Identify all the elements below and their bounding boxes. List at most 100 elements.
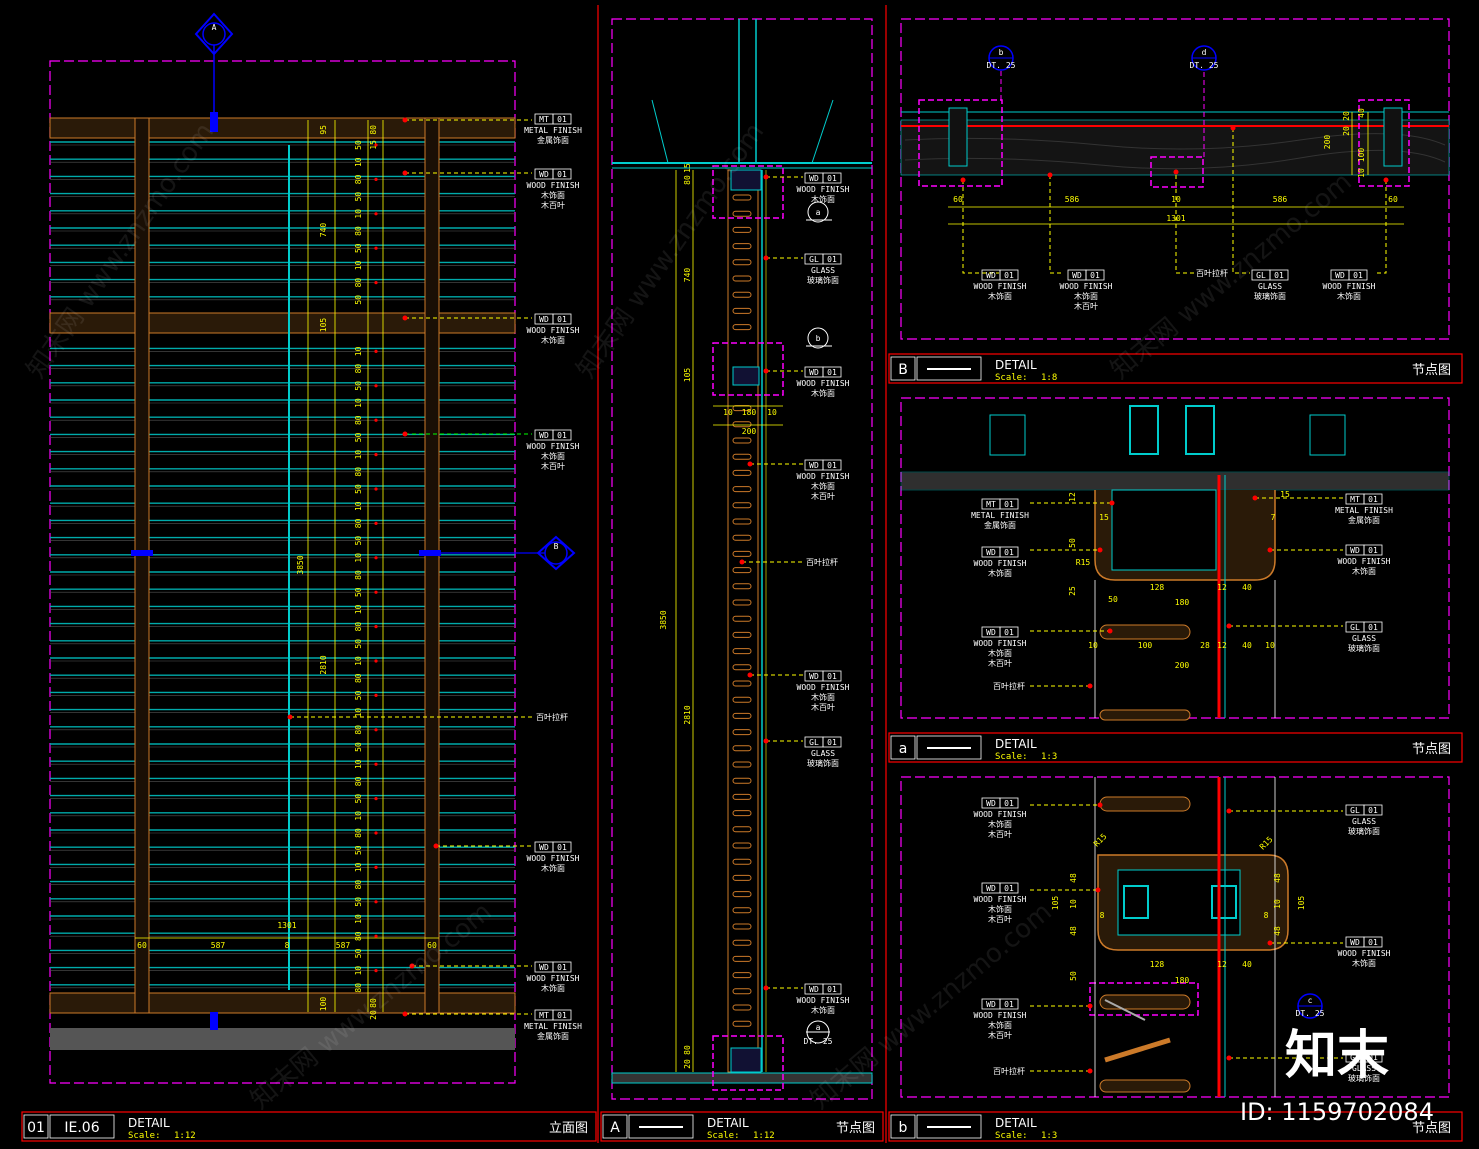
tag-code: WD bbox=[809, 461, 819, 470]
sec-dim-2810: 2810 bbox=[683, 705, 692, 724]
tag-num-box bbox=[822, 670, 842, 682]
louver-slat-section bbox=[732, 583, 752, 590]
elev-dim-60a: 60 bbox=[137, 941, 147, 950]
tag-num-box bbox=[1348, 269, 1368, 281]
sheet-borders bbox=[597, 5, 887, 1143]
callout-a-top-label: a bbox=[816, 208, 821, 217]
tag-en: WOOD FINISH bbox=[797, 185, 850, 194]
tag-num-box bbox=[822, 253, 842, 265]
louver-slat-section bbox=[732, 664, 752, 671]
louver-slat-section bbox=[732, 810, 752, 817]
callout-a-bottom-ref: DT. 25 bbox=[804, 1037, 833, 1046]
tag-en: WOOD FINISH bbox=[797, 996, 850, 1005]
spacing-tick bbox=[374, 865, 378, 870]
spacing-tick bbox=[374, 487, 378, 491]
louver-slat-section bbox=[732, 437, 752, 444]
spacing-dim: 10 bbox=[354, 553, 363, 563]
section-marker-a[interactable]: A bbox=[194, 12, 234, 56]
spacing-tick bbox=[374, 212, 378, 216]
tag-num-box bbox=[999, 882, 1019, 894]
left-stile bbox=[134, 117, 150, 1014]
callout-a-top[interactable]: a bbox=[806, 201, 832, 223]
tag-num: 01 bbox=[1274, 271, 1284, 280]
tag-num-box bbox=[1363, 544, 1383, 556]
section-marker-b[interactable]: B bbox=[536, 535, 576, 571]
tag-code: WD bbox=[986, 799, 996, 808]
louver-slat-section bbox=[732, 210, 752, 217]
b-dim-100: 100 bbox=[1357, 148, 1366, 163]
spacing-dim: 10 bbox=[354, 862, 363, 872]
tag-en: GLASS bbox=[811, 266, 835, 275]
louver-slat-section bbox=[732, 712, 752, 719]
tag-cn: 木饰面 bbox=[1352, 958, 1376, 968]
spacing-tick bbox=[374, 349, 378, 353]
callout-b[interactable]: b bbox=[806, 327, 832, 349]
louver-slat-section bbox=[732, 486, 752, 493]
sec-louver-rod-label: 百叶拉杆 bbox=[806, 557, 838, 567]
tag-code: WD bbox=[809, 985, 819, 994]
tag-code: WD bbox=[986, 628, 996, 637]
sec-dim-105: 105 bbox=[683, 368, 692, 383]
title-ref-box bbox=[49, 1114, 115, 1139]
spacing-dim: 80 bbox=[354, 673, 363, 683]
spacing-tick bbox=[374, 453, 378, 457]
louver-slat-section bbox=[732, 324, 752, 331]
tag-cn: 金属饰面 bbox=[1348, 515, 1380, 525]
tag-code: WD bbox=[809, 672, 819, 681]
tag-cn: 木饰面 bbox=[811, 194, 835, 204]
title-label: DETAIL bbox=[707, 1116, 749, 1130]
louver-slat-section bbox=[732, 243, 752, 250]
tag-code: GL bbox=[1256, 271, 1266, 280]
section-a-frame bbox=[611, 18, 873, 1100]
tag-num: 01 bbox=[1368, 495, 1378, 504]
tag-en: WOOD FINISH bbox=[527, 854, 580, 863]
tag-num-box bbox=[999, 269, 1019, 281]
callout-b-plan[interactable]: b DT. 25 bbox=[987, 45, 1016, 71]
elev-dim-3850: 3850 bbox=[296, 555, 305, 574]
tag-cn: 金属饰面 bbox=[984, 520, 1016, 530]
tag-en: GLASS bbox=[811, 749, 835, 758]
tag-num: 01 bbox=[557, 431, 567, 440]
tag-en: WOOD FINISH bbox=[1060, 282, 1113, 291]
louver-slat-section bbox=[732, 907, 752, 914]
spacing-dim: 80 bbox=[354, 776, 363, 786]
tag-cn: 木饰面 bbox=[1074, 291, 1098, 301]
callout-a-bottom[interactable]: a DT. 25 bbox=[804, 1020, 833, 1046]
brand-logo: 知末 bbox=[1285, 1026, 1389, 1086]
b-dim-586a: 586 bbox=[1065, 195, 1080, 204]
tag-cn2: 木百叶 bbox=[988, 658, 1012, 668]
louver-slat-section bbox=[732, 226, 752, 233]
louver-slat-section bbox=[732, 469, 752, 476]
section-marker-a-label: A bbox=[212, 23, 217, 32]
watermark-1: 知末网 www.znzmo.com bbox=[21, 118, 220, 384]
tag-num: 01 bbox=[1353, 271, 1363, 280]
tag-code: MT bbox=[986, 500, 996, 509]
b-dim-20a: 20 bbox=[1342, 111, 1351, 121]
elevation-panel: A B 95 80 15 740 105 3850 2810 1301 60 5… bbox=[49, 12, 576, 1084]
tag-num: 01 bbox=[827, 174, 837, 183]
title-scale: Scale: bbox=[995, 752, 1028, 762]
tag-num-box bbox=[822, 983, 842, 995]
tag-cn: 金属饰面 bbox=[537, 1031, 569, 1041]
spacing-dim: 80 bbox=[354, 415, 363, 425]
callout-c[interactable]: c DT. 25 bbox=[1296, 993, 1325, 1019]
elev-dim-587b: 587 bbox=[336, 941, 351, 950]
title-num: b bbox=[899, 1120, 908, 1136]
spacing-tick bbox=[374, 384, 378, 388]
a-dim: R15 bbox=[1076, 558, 1091, 567]
a-dim: 7 bbox=[1271, 513, 1276, 522]
callout-d-plan[interactable]: d DT. 25 bbox=[1190, 45, 1219, 71]
b-dim-200: 200 bbox=[1323, 135, 1332, 150]
spacing-tick bbox=[374, 969, 378, 973]
spacing-dim: 10 bbox=[354, 260, 363, 270]
spacing-tick bbox=[374, 281, 378, 285]
tag-num: 01 bbox=[827, 672, 837, 681]
elev-dim-80: 80 bbox=[369, 125, 378, 135]
